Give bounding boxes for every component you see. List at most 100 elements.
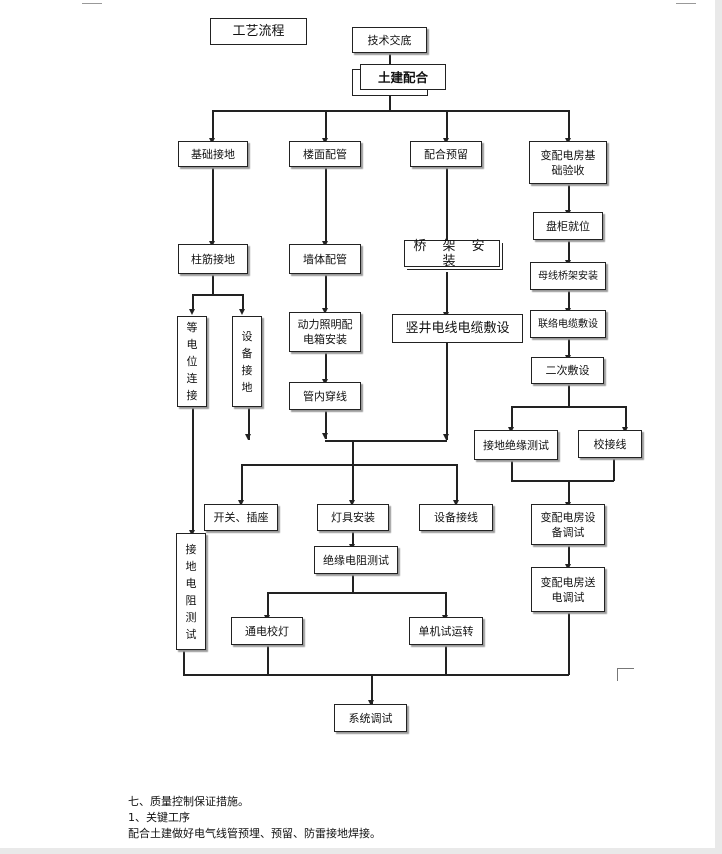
node-technical-briefing: 技术交底 xyxy=(352,27,427,53)
connector-line xyxy=(192,294,194,310)
connector-line xyxy=(212,167,214,243)
connector-line xyxy=(241,464,243,502)
connector-line xyxy=(267,592,446,594)
connector-line xyxy=(325,167,327,243)
arrow-head xyxy=(443,434,449,440)
node-substation-energization-test: 变配电房送 电调试 xyxy=(531,567,605,612)
connector-line xyxy=(267,592,269,617)
connector-line xyxy=(352,464,354,502)
node-busbar-tray-install: 母线桥架安装 xyxy=(530,262,606,290)
page-edge-right xyxy=(715,0,722,854)
connector-line xyxy=(212,110,214,140)
connector-line xyxy=(511,406,626,408)
connector-line xyxy=(192,294,243,296)
connector-line xyxy=(625,406,627,429)
connector-line xyxy=(445,592,447,617)
connector-line xyxy=(445,645,447,675)
connector-line xyxy=(241,464,457,466)
node-equipment-wiring: 设备接线 xyxy=(419,504,493,531)
connector-line xyxy=(568,384,570,406)
connector-line xyxy=(446,110,448,140)
connector-line xyxy=(325,410,327,439)
connector-line xyxy=(183,674,569,676)
connector-line xyxy=(446,343,448,440)
connector-line xyxy=(568,290,570,310)
connector-line xyxy=(568,480,570,504)
node-system-commissioning: 系统调试 xyxy=(334,704,407,732)
margin-mark-top-left xyxy=(82,3,102,4)
connector-line xyxy=(568,184,570,212)
margin-mark-top-right xyxy=(676,3,696,4)
arrow-head xyxy=(322,308,328,314)
arrow-head xyxy=(322,433,328,439)
arrow-head xyxy=(245,434,251,440)
connector-line xyxy=(456,464,458,502)
connector-line xyxy=(212,274,214,294)
connector-line xyxy=(325,274,327,310)
arrow-head xyxy=(238,500,244,506)
node-substation-foundation-acceptance: 变配电房基 础验收 xyxy=(529,141,607,184)
connector-line xyxy=(511,480,614,482)
connector-line xyxy=(242,294,244,310)
node-wiring-check: 校接线 xyxy=(578,430,642,458)
connector-line xyxy=(183,650,185,675)
connector-line xyxy=(248,407,250,440)
node-civil-coordination: 土建配合 xyxy=(360,64,446,90)
node-luminaire-install: 灯具安装 xyxy=(317,504,389,531)
node-cable-tray-install: 桥 架 安 装 xyxy=(404,239,500,269)
node-insulation-resistance-test: 绝缘电阻测试 xyxy=(314,546,398,574)
node-equipotential-bonding: 等 电 位 连 接 xyxy=(177,316,207,407)
connector-line xyxy=(568,110,570,140)
connector-line xyxy=(192,407,194,532)
connector-line xyxy=(568,545,570,566)
connector-line xyxy=(389,94,391,110)
connector-line xyxy=(212,110,569,112)
connector-line xyxy=(613,458,615,481)
arrow-head xyxy=(349,500,355,506)
connector-line xyxy=(352,574,354,593)
arrow-head xyxy=(239,309,245,315)
connector-line xyxy=(371,674,373,704)
node-insulation-test: 接地绝缘测试 xyxy=(474,430,558,460)
connector-line xyxy=(568,612,570,675)
connector-line xyxy=(352,440,354,465)
node-ground-resistance-test: 接 地 电 阻 测 试 xyxy=(176,533,206,650)
arrow-head xyxy=(453,500,459,506)
node-distribution-box-install: 动力照明配 电箱安装 xyxy=(289,312,361,352)
connector-line xyxy=(511,460,513,481)
connector-line xyxy=(325,352,327,381)
node-foundation-grounding: 基础接地 xyxy=(178,141,248,167)
notes-subheading: 1、关键工序 xyxy=(128,811,190,824)
node-power-on-lamp-check: 通电校灯 xyxy=(231,617,303,645)
node-equipment-grounding: 设 备 接 地 xyxy=(232,316,262,407)
node-reserved-openings: 配合预留 xyxy=(410,141,482,167)
node-wall-conduit: 墙体配管 xyxy=(289,244,361,274)
arrow-head xyxy=(189,309,195,315)
connector-line xyxy=(446,272,448,314)
node-column-rebar-grounding: 柱筋接地 xyxy=(178,244,248,274)
connector-line xyxy=(325,440,447,442)
connector-line xyxy=(446,167,448,243)
connector-line xyxy=(511,406,513,429)
notes-body: 配合土建做好电气线管预埋、预留、防雷接地焊接。 xyxy=(128,827,381,840)
margin-corner-mark xyxy=(617,668,634,681)
connector-line xyxy=(325,110,327,140)
connector-line xyxy=(389,53,391,66)
connector-line xyxy=(267,645,269,675)
node-wire-pulling: 管内穿线 xyxy=(289,382,361,410)
quality-control-notes: 七、质量控制保证措施。 1、关键工序 配合土建做好电气线管预埋、预留、防雷接地焊… xyxy=(128,794,381,842)
connector-line xyxy=(568,338,570,357)
node-floor-conduit: 楼面配管 xyxy=(289,141,361,167)
page-edge-bottom xyxy=(0,848,722,854)
node-switch-socket: 开关、插座 xyxy=(204,504,278,531)
arrow-head xyxy=(368,700,374,706)
node-interconnect-cable-laying: 联络电缆敷设 xyxy=(530,310,606,338)
notes-heading: 七、质量控制保证措施。 xyxy=(128,795,249,808)
node-cabinet-positioning: 盘柜就位 xyxy=(533,212,603,240)
connector-line xyxy=(352,531,354,546)
node-substation-equipment-test: 变配电房设 备调试 xyxy=(531,504,605,545)
diagram-title: 工艺流程 xyxy=(210,18,307,45)
node-shaft-cable-laying: 竖井电线电缆敷设 xyxy=(392,314,523,343)
connector-line xyxy=(568,240,570,262)
